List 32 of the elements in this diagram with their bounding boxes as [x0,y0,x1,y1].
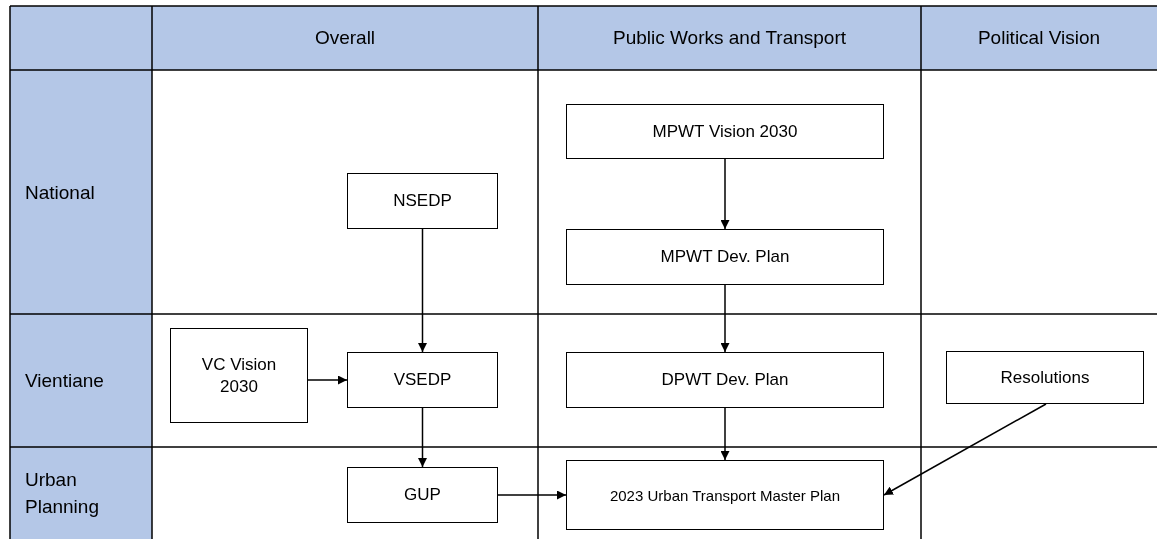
box-label: Resolutions [1000,366,1090,389]
plan-box [566,460,884,530]
plan-box [566,104,884,159]
box-label: VSEDP [393,369,452,392]
column-header: Political Vision [977,25,1101,50]
box-label: VC Vision 2030 [200,353,278,398]
box-label: NSEDP [393,190,452,213]
box-label: 2023 Urban Transport Master Plan [609,485,841,505]
arrow [883,403,1047,496]
plan-box [170,328,308,423]
plan-box [946,351,1144,404]
arrow [307,375,348,385]
box-label: MPWT Vision 2030 [652,120,798,143]
plan-box [347,467,498,523]
plan-box [347,173,498,229]
row-header: National [25,180,95,205]
arrow [418,407,427,468]
row-header: Urban Planning [25,468,100,519]
box-label: DPWT Dev. Plan [661,369,789,392]
plan-box [566,229,884,285]
arrow [418,228,427,353]
row-header: Vientiane [25,369,104,393]
plan-box [347,352,498,408]
column-header: Public Works and Transport [613,25,846,50]
arrow [720,284,730,353]
arrow [720,158,730,230]
column-header: Overall [314,25,376,50]
box-label: GUP [404,484,441,507]
arrow [497,490,567,500]
box-label: MPWT Dev. Plan [660,246,790,269]
plan-box [566,352,884,408]
arrow [720,407,730,461]
